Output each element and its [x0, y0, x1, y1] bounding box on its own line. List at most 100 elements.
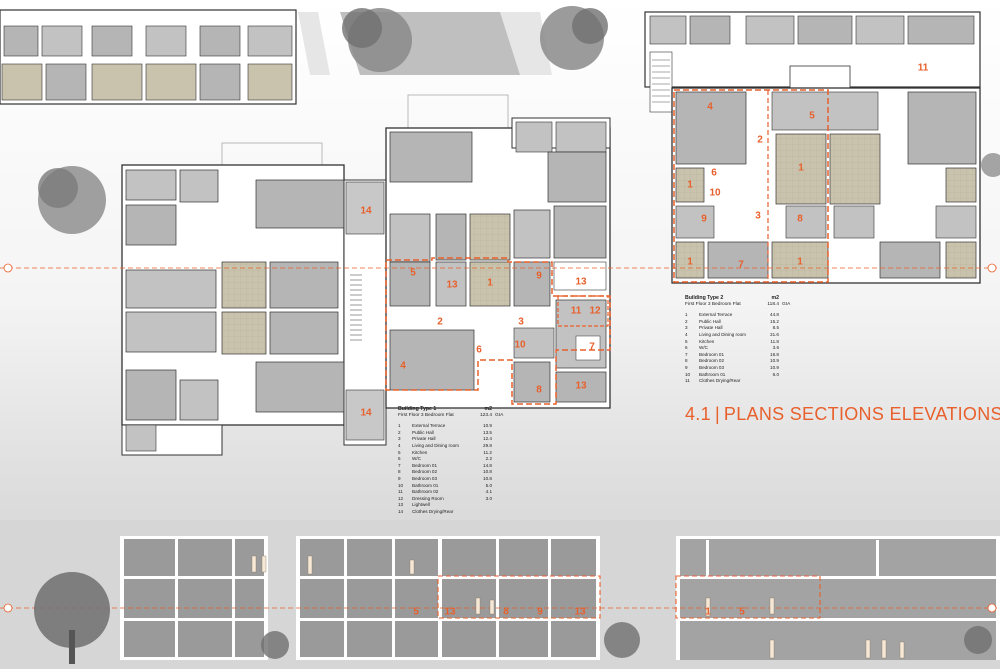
- schedule-title: Building Type 1: [398, 406, 437, 412]
- room-area: 10.9: [770, 364, 779, 370]
- schedule-total: 118.4: [767, 301, 779, 307]
- room-number: 3: [398, 436, 401, 442]
- room-name: Bedroom 02: [699, 358, 725, 364]
- room-number: 1: [398, 423, 401, 429]
- room-number: 14: [398, 508, 404, 514]
- room-area: 31.6: [770, 331, 779, 337]
- room-number: 5: [685, 338, 688, 344]
- section-label-9: 9: [537, 606, 543, 618]
- section-label-5: 5: [739, 606, 745, 618]
- plan2-label-9: 9: [701, 213, 707, 225]
- schedule-row: 14 Clothes Drying/Rear: [398, 509, 508, 516]
- room-name: Kitchen: [412, 449, 428, 455]
- schedule-row: 5 Kitchen 11.8: [685, 339, 795, 346]
- plan-label-9: 9: [536, 270, 542, 282]
- room-number: 9: [685, 364, 688, 370]
- room-number: 6: [398, 456, 401, 462]
- room-name: Public Hall: [699, 318, 721, 324]
- room-area: [759, 378, 779, 385]
- plan-label-3: 3: [518, 316, 524, 328]
- sheet-number: 4.1: [685, 404, 711, 424]
- section-label-13: 13: [574, 606, 586, 618]
- schedule-row: 2 Public Hall 13.5: [398, 430, 508, 437]
- plan-label-13: 13: [575, 276, 587, 288]
- plan-label-6: 6: [476, 344, 482, 356]
- room-name: Kitchen: [699, 338, 715, 344]
- room-number: 10: [685, 371, 691, 377]
- room-number: 11: [685, 378, 690, 384]
- room-area: 4.1: [485, 489, 492, 495]
- room-name: Bedroom 03: [699, 364, 725, 370]
- room-name: Clothes Drying/Rear: [412, 508, 454, 514]
- room-number: 1: [685, 312, 688, 318]
- room-number: 13: [398, 502, 404, 508]
- room-number: 2: [398, 429, 401, 435]
- plan-label-13: 13: [575, 380, 587, 392]
- plan-label-10: 10: [514, 339, 526, 351]
- room-number: 2: [685, 318, 688, 324]
- room-number: 12: [398, 495, 404, 501]
- room-name: Public Hall: [412, 429, 434, 435]
- plan2-label-1: 1: [797, 256, 803, 268]
- schedule-row: 3 Private Hall 12.4: [398, 436, 508, 443]
- room-name: External Terrace: [699, 312, 733, 318]
- sheet-heading: PLANS SECTIONS ELEVATIONS: [723, 404, 1000, 424]
- room-name: Bathroom 01: [699, 371, 726, 377]
- schedule-row: 11 Clothes Drying/Rear: [685, 378, 795, 385]
- room-name: Living and Dining room: [412, 442, 459, 448]
- plan2-label-8: 8: [797, 213, 803, 225]
- stair-core: [343, 179, 387, 446]
- room-name: Bedroom 01: [412, 462, 438, 468]
- plan2-label-6: 6: [711, 167, 717, 179]
- room-area: 3.6: [772, 345, 779, 351]
- schedule-subtitle: First Floor 3 Bedroom Flat: [398, 412, 454, 418]
- schedule-title: Building Type 2: [685, 295, 724, 301]
- plan-label-14-bottom: 14: [360, 407, 372, 419]
- room-number: 11: [398, 489, 403, 495]
- plan-label-13: 13: [446, 279, 458, 291]
- room-name: External Terrace: [412, 423, 446, 429]
- room-name: W/C: [699, 345, 708, 351]
- room-number: 7: [685, 351, 688, 357]
- room-name: Living and Dining room: [699, 331, 746, 337]
- room-area: 14.8: [483, 462, 492, 468]
- sheet-separator: |: [714, 404, 720, 424]
- room-name: Clothes Drying/Rear: [699, 378, 741, 384]
- room-number: 5: [398, 449, 401, 455]
- plan-label-12: 12: [589, 305, 601, 317]
- room-name: Private Hall: [412, 436, 436, 442]
- plan2-label-3: 3: [755, 210, 761, 222]
- room-area: 11.8: [770, 338, 779, 344]
- plan2-label-4: 4: [707, 101, 713, 113]
- plan-label-7: 7: [589, 341, 595, 353]
- plan2-label-1: 1: [798, 162, 804, 174]
- plan-label-2: 2: [437, 316, 443, 328]
- room-number: 8: [398, 469, 401, 475]
- plan-label-8: 8: [536, 384, 542, 396]
- room-area: 10.9: [770, 358, 779, 364]
- room-area: 10.8: [483, 469, 492, 475]
- room-area: 13.5: [483, 429, 492, 435]
- building-section: [0, 520, 1000, 669]
- section-label-13: 13: [444, 606, 456, 618]
- building-type-1-left-block: [121, 142, 345, 456]
- plan2-label-10: 10: [709, 187, 721, 199]
- room-area: 12.4: [483, 436, 492, 442]
- room-area: [472, 509, 492, 516]
- room-area: 15.2: [770, 318, 779, 324]
